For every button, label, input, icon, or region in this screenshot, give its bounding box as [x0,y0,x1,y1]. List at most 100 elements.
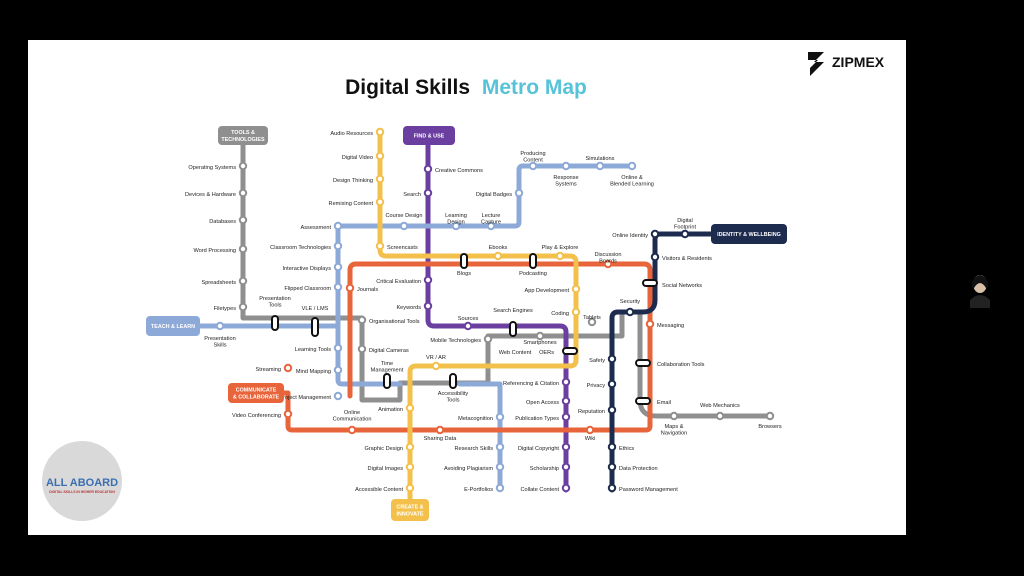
station-collaboration-tools: Collaboration Tools [657,362,705,368]
station-dot-design-thinking [375,174,385,184]
station-collate-content: Collate Content [520,487,559,493]
station-email: Email [657,400,671,406]
station-dot-browsers [765,411,775,421]
station-maps-navigation: Maps &Navigation [661,424,687,437]
station-dot-presentation-skills [215,321,225,331]
station-smartphones: Smartphones [523,340,556,346]
station-dot-discussion-boards [603,259,613,269]
station-web-content: Web Content [499,350,532,356]
station-operating-systems: Operating Systems [188,165,236,171]
station-search-engines: Search Engines [493,308,533,314]
hub-create [391,499,429,521]
station-dot-digital-copyright [561,442,571,452]
station-dot-avoiding-plagiarism [495,462,505,472]
station-critical-evaluation: Critical Evaluation [376,279,421,285]
station-privacy: Privacy [587,383,606,389]
station-dot-lecture-capture [486,221,496,231]
station-dot-metacognition [495,412,505,422]
svg-text:ALL ABOARD: ALL ABOARD [46,477,118,489]
slide-canvas [28,40,906,535]
station-dot-screencasts [375,241,385,251]
station-tablets: Tablets [583,315,601,321]
station-dot-sources [463,321,473,331]
station-dot-remixing-content [375,197,385,207]
station-video-conferencing: Video Conferencing [232,413,281,419]
station-dot-animation [405,403,415,413]
station-flipped-classroom: Flipped Classroom [284,286,331,292]
station-dot-learning-design [451,221,461,231]
station-ebooks: Ebooks [489,245,508,251]
station-dot-journals [345,283,355,293]
hub-label-identity: IDENTITY & WELLBEING [717,232,781,238]
station-messaging: Messaging [657,323,684,329]
hub-tools [218,126,268,145]
station-dot-online-blended [627,161,637,171]
station-creative-commons: Creative Commons [435,168,483,174]
station-dot-audio-resources [375,127,385,137]
line-teach-3 [457,381,503,491]
station-dot-simulations [595,161,605,171]
station-web-mechanics: Web Mechanics [700,403,740,409]
station-dot-keywords [423,301,433,311]
station-audio-resources: Audio Resources [330,131,373,137]
station-dot-learning-tools [333,343,343,353]
interchange-collaboration [635,359,651,367]
line-tools [240,142,773,419]
hub-find [403,126,455,145]
station-vr-ar: VR / AR [426,355,446,361]
station-animation: Animation [378,407,403,413]
station-dot-streaming [283,363,293,373]
station-dot-smartphones [535,331,545,341]
station-learning-tools: Learning Tools [295,347,331,353]
station-devices-hardware: Devices & Hardware [185,192,236,198]
station-password-management: Password Management [619,487,678,493]
station-dot-project-management [333,391,343,401]
station-play-explore: Play & Explore [542,245,579,251]
svg-text:DIGITAL SKILLS IN HIGHER EDUCA: DIGITAL SKILLS IN HIGHER EDUCATION [49,490,115,494]
station-dot-safety [607,354,617,364]
station-dot-play-explore [555,251,565,261]
station-filetypes: Filetypes [214,306,237,312]
line-find [425,137,569,493]
station-referencing: Referencing & Citation [503,381,559,387]
station-journals: Journals [357,287,378,293]
station-digital-video: Digital Video [342,155,373,161]
station-dot-interactive-displays [333,262,343,272]
station-dot-e-portfolios [495,483,505,493]
interchange-vle [311,317,319,337]
station-social-networks: Social Networks [662,283,702,289]
station-dot-publication-types [561,412,571,422]
station-ethics: Ethics [619,446,634,452]
station-vle-lms: VLE / LMS [302,306,329,312]
station-dot-assessment [333,221,343,231]
hub-label-teach: TEACH & LEARN [151,324,195,330]
interchange-presentation-tools [271,315,279,331]
station-dot-wiki [585,425,595,435]
station-dot-research-skills [495,442,505,452]
station-dot-open-access [561,396,571,406]
station-dot-ebooks [493,251,503,261]
station-digital-badges: Digital Badges [476,192,512,198]
all-aboard-logo: ALL ABOARD DIGITAL SKILLS IN HIGHER EDUC… [42,441,122,521]
line-comm [252,261,653,433]
station-podcasting: Podcasting [519,271,547,277]
interchange-oers [562,347,578,355]
station-keywords: Keywords [396,305,421,311]
station-mobile-tech: Mobile Technologies [430,338,481,344]
station-open-access: Open Access [526,400,559,406]
station-dot-reputation [607,405,617,415]
station-digital-images: Digital Images [368,466,404,472]
station-dot-operating-systems [238,161,248,171]
station-dot-graphic-design [405,442,415,452]
station-dot-tablets [587,317,597,327]
station-dot-digital-footprint [680,229,690,239]
station-accessible-content: Accessible Content [355,487,403,493]
interchange-blogs [460,253,468,269]
station-dot-ethics [607,442,617,452]
station-dot-video-conferencing [283,409,293,419]
station-dot-maps-navigation [669,411,679,421]
station-dot-privacy [607,379,617,389]
